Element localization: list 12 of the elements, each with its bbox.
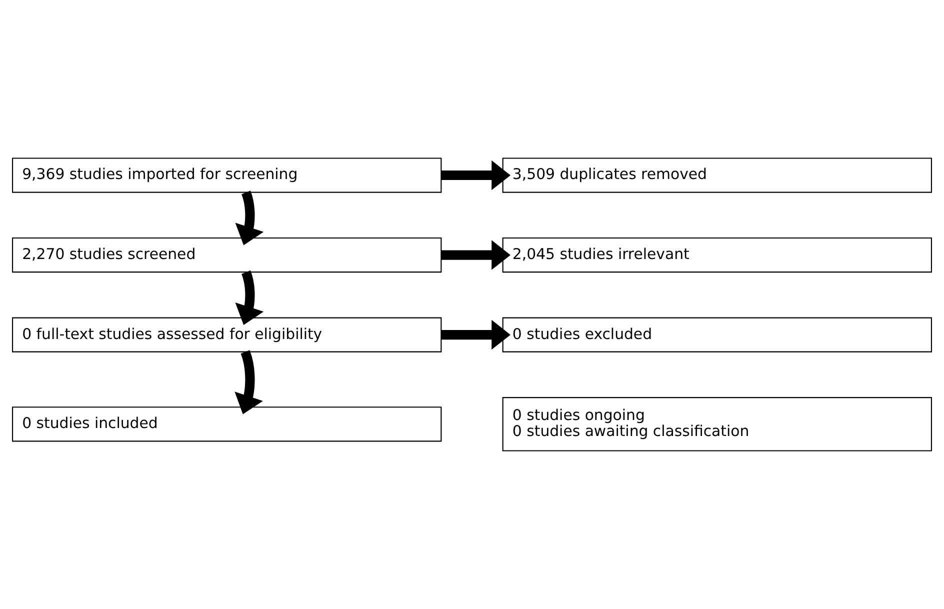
arrow [441, 240, 510, 270]
node-box: 3,509 duplicates removed [502, 158, 932, 193]
node-box: 0 full-text studies assessed for eligibility [12, 317, 442, 352]
node-box: 0 studies excluded [502, 317, 932, 352]
arrow [234, 350, 263, 414]
node-box: 0 studies included [12, 406, 442, 442]
arrow [441, 160, 510, 190]
node-box: 2,270 studies screened [12, 238, 442, 273]
node-box: 0 studies ongoing 0 studies awaiting classification [502, 397, 932, 452]
node-box: 9,369 studies imported for screening [12, 158, 442, 193]
arrow [441, 320, 510, 350]
node-box: 2,045 studies irrelevant [502, 238, 932, 273]
